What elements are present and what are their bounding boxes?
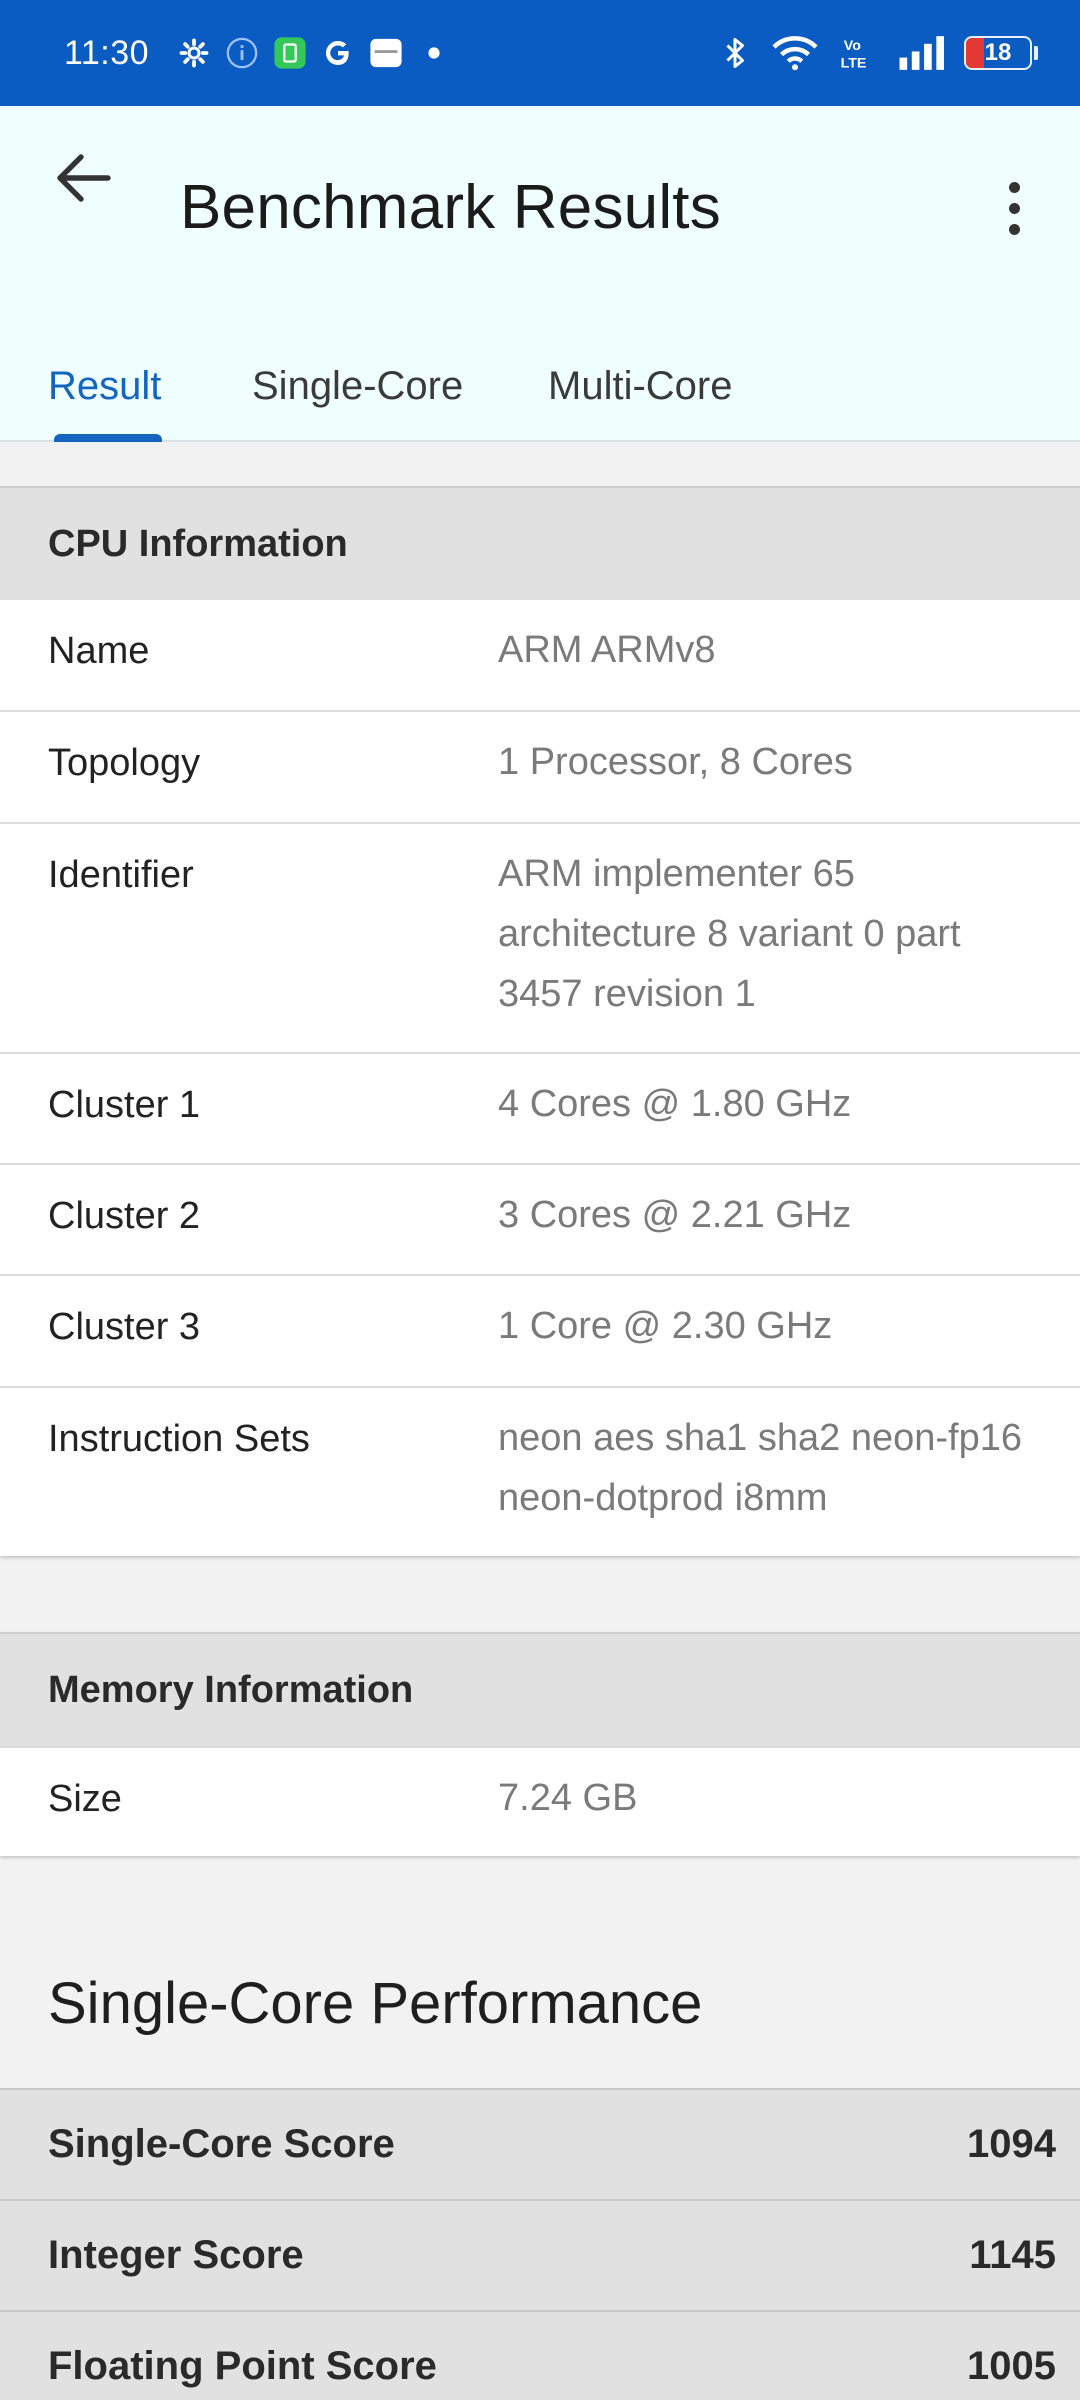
app-icon (273, 36, 307, 70)
cpu-information-section: CPU Information Name ARM ARMv8 Topology … (0, 486, 1080, 1556)
row-label: Size (48, 1778, 122, 1820)
table-row: Topology 1 Processor, 8 Cores (0, 710, 1080, 822)
row-value: 1 Processor, 8 Cores (498, 741, 853, 783)
battery-fill (966, 38, 984, 68)
row-label: Identifier (48, 854, 194, 896)
row-label: Cluster 2 (48, 1195, 201, 1237)
single-core-score-table: Single-Core Score 1094 Integer Score 114… (0, 2088, 1080, 2400)
single-core-performance-title: Single-Core Performance (48, 1971, 703, 2036)
score-value: 1094 (967, 2122, 1056, 2166)
score-label: Integer Score (48, 2233, 304, 2277)
row-label: Name (48, 630, 150, 672)
dot-icon (417, 36, 451, 70)
score-label: Single-Core Score (48, 2122, 395, 2166)
score-value: 1145 (969, 2233, 1056, 2277)
app-bar: Benchmark Results Result Single-Core Mul… (0, 106, 1080, 442)
svg-text:LTE: LTE (841, 55, 867, 71)
row-label: Cluster 1 (48, 1084, 201, 1126)
row-value: 1 Core @ 2.30 GHz (498, 1305, 833, 1347)
app-badge-icon (369, 36, 403, 70)
tab-result[interactable]: Result (48, 363, 162, 408)
battery-level: 18 (984, 39, 1012, 66)
status-time: 11:30 (64, 33, 150, 72)
table-row: Size 7.24 GB (0, 1746, 1080, 1856)
section-header: Memory Information (0, 1632, 1080, 1746)
row-value: ARM ARMv8 (498, 629, 716, 671)
row-value: 3 Cores @ 2.21 GHz (498, 1194, 852, 1236)
table-row: Name ARM ARMv8 (0, 600, 1080, 710)
row-label: Instruction Sets (48, 1418, 310, 1460)
gear-icon (177, 36, 211, 70)
table-row: Identifier ARM implementer 65 architectu… (0, 822, 1080, 1052)
section-header: CPU Information (0, 486, 1080, 600)
memory-information-section: Memory Information Size 7.24 GB (0, 1632, 1080, 1856)
status-notification-icons (177, 36, 451, 70)
svg-text:Vo: Vo (844, 38, 861, 54)
info-icon (225, 36, 259, 70)
bluetooth-icon (718, 36, 752, 70)
google-icon (321, 36, 355, 70)
table-row: Floating Point Score 1005 (0, 2312, 1080, 2400)
page-title: Benchmark Results (180, 173, 721, 242)
row-label: Topology (48, 742, 201, 784)
tab-multi-core[interactable]: Multi-Core (548, 363, 733, 408)
cpu-rows: Name ARM ARMv8 Topology 1 Processor, 8 C… (0, 600, 1080, 1556)
more-options-button[interactable] (990, 156, 1038, 260)
more-vert-icon (1008, 181, 1020, 193)
score-value: 1005 (967, 2344, 1056, 2388)
battery-icon: 18 (964, 36, 1032, 70)
table-row: Cluster 1 4 Cores @ 1.80 GHz (0, 1052, 1080, 1163)
tab-single-core[interactable]: Single-Core (252, 363, 464, 408)
table-row: Instruction Sets neon aes sha1 sha2 neon… (0, 1386, 1080, 1556)
battery-nub (1034, 46, 1038, 60)
signal-icon (896, 36, 946, 70)
row-value: ARM implementer 65 architecture 8 varian… (498, 853, 961, 1015)
arrow-back-icon (57, 154, 111, 202)
row-value: neon aes sha1 sha2 neon-fp16 neon-dotpro… (498, 1417, 1022, 1519)
row-value: 4 Cores @ 1.80 GHz (498, 1083, 852, 1125)
wifi-icon (770, 36, 820, 71)
tab-bar: Result Single-Core Multi-Core (0, 330, 1080, 442)
row-value: 7.24 GB (498, 1777, 638, 1819)
table-row: Single-Core Score 1094 (0, 2090, 1080, 2201)
score-label: Floating Point Score (48, 2344, 437, 2388)
table-row: Cluster 2 3 Cores @ 2.21 GHz (0, 1163, 1080, 1274)
table-row: Cluster 3 1 Core @ 2.30 GHz (0, 1274, 1080, 1386)
row-label: Cluster 3 (48, 1306, 201, 1348)
tab-indicator (54, 434, 162, 442)
table-row: Integer Score 1145 (0, 2201, 1080, 2312)
back-button[interactable] (48, 142, 120, 214)
